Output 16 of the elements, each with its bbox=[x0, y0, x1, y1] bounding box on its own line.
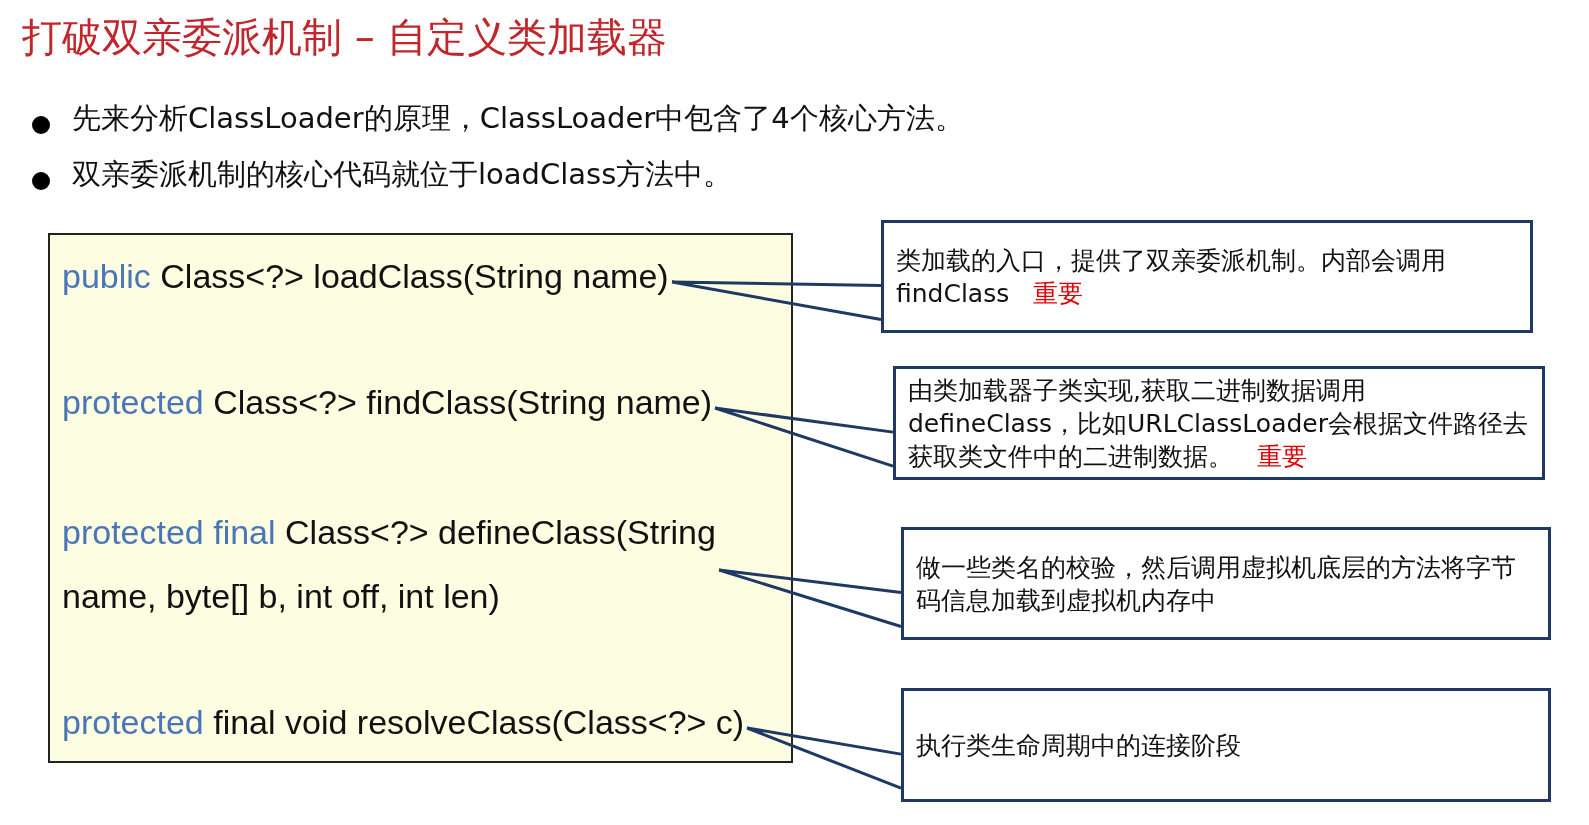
bullet-text: 先来分析ClassLoader的原理，ClassLoader中包含了4个核心方法。 bbox=[72, 100, 964, 137]
code-line: protected final Class<?> defineClass(String name, byte[] b, int off, int len) bbox=[62, 500, 762, 628]
code-panel bbox=[48, 233, 793, 763]
callout-box: 由类加载器子类实现,获取二进制数据调用defineClass，比如URLClassLoader会根据文件路径去获取类文件中的二进制数据。 重要 bbox=[893, 366, 1545, 480]
code-line: protected final void resolveClass(Class<?> c) bbox=[62, 690, 745, 754]
code-line: public Class<?> loadClass(String name) bbox=[62, 244, 669, 308]
callout-box: 执行类生命周期中的连接阶段 bbox=[901, 688, 1551, 802]
callout-pointer bbox=[670, 280, 883, 322]
callout-pointer bbox=[745, 726, 903, 790]
callout-box: 做一些类名的校验，然后调用虚拟机底层的方法将字节码信息加载到虚拟机内存中 bbox=[901, 527, 1551, 640]
callout-pointer bbox=[713, 406, 895, 468]
callout-box: 类加载的入口，提供了双亲委派机制。内部会调用findClass 重要 bbox=[881, 220, 1533, 333]
callout-pointer bbox=[717, 568, 903, 629]
title: 打破双亲委派机制 – 自定义类加载器 bbox=[22, 13, 668, 62]
code-line: protected Class<?> findClass(String name) bbox=[62, 370, 713, 434]
bullet-text: 双亲委派机制的核心代码就位于loadClass方法中。 bbox=[72, 156, 733, 193]
